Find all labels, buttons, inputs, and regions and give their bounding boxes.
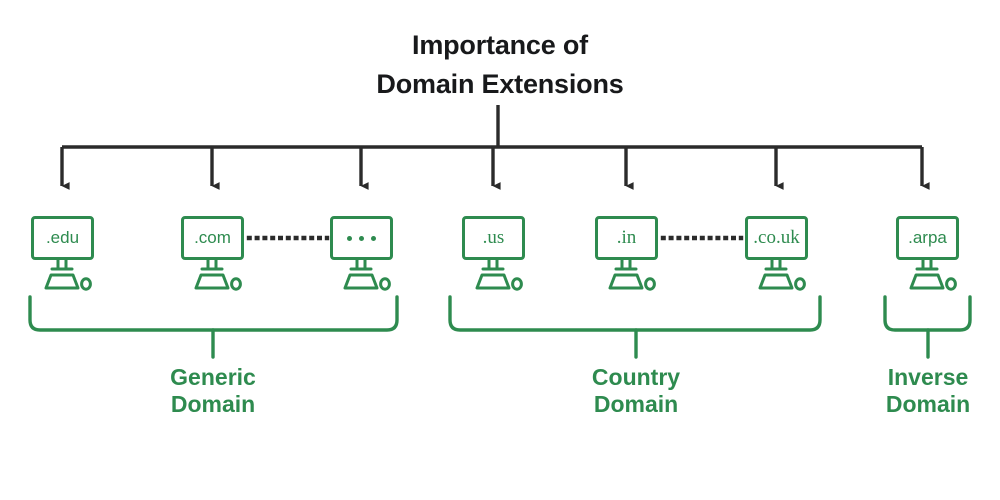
node-label-in: .in [616,227,637,248]
ellipsis-icon [347,235,376,241]
node-label-couk: .co.uk [753,227,800,248]
node-label-edu: .edu [45,228,80,247]
brace-country [448,295,822,332]
brace-generic [28,295,399,332]
monitor-icon-couk [758,258,806,291]
arrow-group [60,147,930,190]
group-label-generic: Generic Domain [170,364,256,418]
node-label-arpa: .arpa [908,228,947,247]
monitor-icon-edu [44,258,92,291]
brace-inverse [883,295,972,332]
node-label-us: .us [482,227,505,248]
node-couk[interactable]: .co.uk [745,216,808,260]
group-label-inverse: Inverse Domain [885,364,971,418]
brace-group [28,295,972,359]
node-edu[interactable]: .edu [31,216,94,260]
monitor-icon-in [608,258,656,291]
node-label-com: .com [194,228,231,247]
group-label-country: Country Domain [591,364,681,418]
monitor-icon-com [194,258,242,291]
page-title: Importance of Domain Extensions [376,30,624,100]
node-in[interactable]: .in [595,216,658,260]
node-us[interactable]: .us [462,216,525,260]
node-arpa[interactable]: .arpa [896,216,959,260]
monitor-icon-us [475,258,523,291]
node-ellipsis[interactable] [330,216,393,260]
monitor-icon-dots [343,258,391,291]
monitor-icon-group [44,258,957,291]
node-com[interactable]: .com [181,216,244,260]
monitor-icon-arpa [909,258,957,291]
